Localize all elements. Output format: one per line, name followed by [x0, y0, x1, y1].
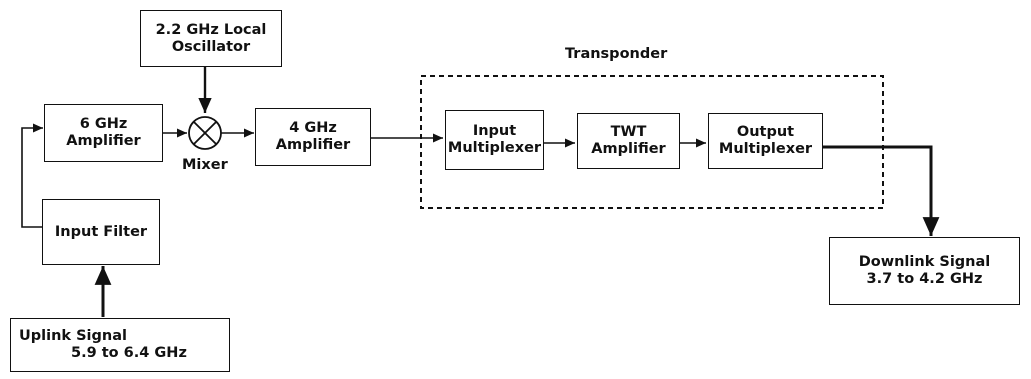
local-oscillator-block: 2.2 GHz Local Oscillator [140, 10, 282, 67]
downlink-signal-line1: Downlink Signal [858, 254, 991, 270]
amplifier-6ghz-line1: 6 GHz [79, 116, 128, 132]
uplink-signal-line2: 5.9 to 6.4 GHz [71, 345, 187, 361]
input-multiplexer-block: Input Multiplexer [445, 110, 544, 170]
downlink-signal-line2: 3.7 to 4.2 GHz [866, 271, 983, 287]
amplifier-6ghz-block: 6 GHz Amplifier [44, 104, 163, 162]
transponder-label: Transponder [565, 46, 668, 62]
local-oscillator-line2: Oscillator [171, 38, 251, 55]
amplifier-6ghz-line2: Amplifier [66, 133, 141, 149]
arrow-filter-to-6ghz-amp [21, 123, 43, 228]
input-multiplexer-line2: Multiplexer [447, 140, 542, 156]
input-filter-block: Input Filter [42, 199, 160, 265]
amplifier-4ghz-line2: Amplifier [275, 137, 351, 153]
uplink-signal-line1: Uplink Signal [19, 328, 127, 344]
twt-amplifier-line2: Amplifier [591, 141, 666, 157]
mixer-icon [188, 116, 222, 150]
uplink-signal-block: Uplink Signal 5.9 to 6.4 GHz [10, 318, 230, 372]
output-multiplexer-line1: Output [736, 124, 795, 140]
input-multiplexer-line1: Input [472, 123, 517, 139]
local-oscillator-line1: 2.2 GHz Local [155, 21, 267, 38]
output-multiplexer-line2: Multiplexer [718, 141, 813, 157]
downlink-signal-block: Downlink Signal 3.7 to 4.2 GHz [829, 237, 1020, 305]
twt-amplifier-line1: TWT [610, 124, 647, 140]
input-filter-label: Input Filter [54, 223, 148, 240]
twt-amplifier-block: TWT Amplifier [577, 113, 680, 169]
amplifier-4ghz-line1: 4 GHz [289, 120, 337, 136]
mixer-label: Mixer [182, 157, 228, 173]
amplifier-4ghz-block: 4 GHz Amplifier [255, 108, 371, 166]
arrow-output-mux-to-downlink [823, 145, 940, 236]
output-multiplexer-block: Output Multiplexer [708, 113, 823, 169]
